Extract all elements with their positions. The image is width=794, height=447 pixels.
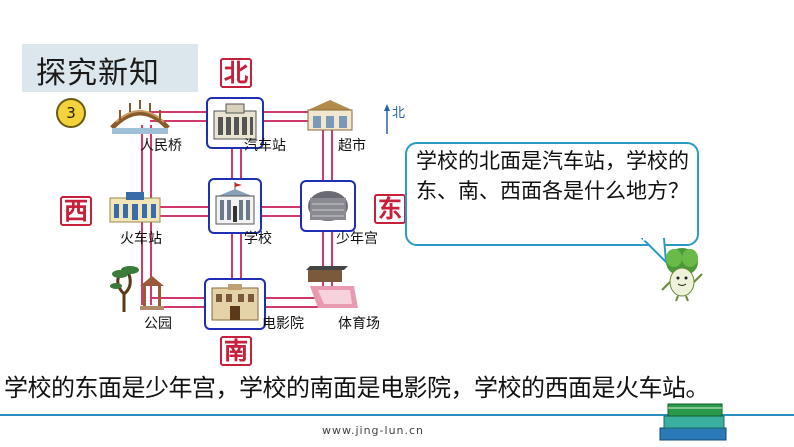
example-number-badge: 3: [56, 98, 86, 128]
cinema-frame: [204, 278, 266, 330]
bridge-icon: [110, 100, 170, 134]
north-indicator-label: 北: [392, 106, 406, 121]
place-label-stadium: 体育场: [338, 316, 380, 332]
question-text: 学校的北面是汽车站，学校的东、南、西面各是什么地方？: [416, 149, 689, 203]
school-frame: [208, 178, 262, 234]
school-icon: [215, 182, 255, 225]
park-icon: [110, 266, 164, 312]
south-stamp: 南: [220, 336, 252, 366]
place-label-bus-station: 汽车站: [244, 138, 286, 154]
section-title: 探究新知: [36, 56, 160, 91]
youth-palace-icon: [308, 191, 348, 221]
west-stamp: 西: [60, 196, 92, 226]
east-stamp: 东: [374, 194, 406, 224]
place-label-supermarket: 超市: [338, 138, 366, 154]
bubble-tail-icon: [640, 238, 668, 264]
question-bubble: [405, 142, 699, 246]
place-label-train-station: 火车站: [120, 231, 162, 247]
youth-palace-frame: [300, 180, 356, 232]
place-label-bridge: 人民桥: [140, 138, 182, 154]
bus-station-frame: [206, 97, 264, 149]
train-station-icon: [109, 192, 161, 223]
books-icon: [659, 403, 727, 441]
place-label-school: 学校: [244, 231, 272, 247]
place-label-youth-palace: 少年宫: [336, 231, 378, 247]
section-tag: [22, 44, 198, 92]
place-label-cinema: 电影院: [262, 316, 304, 332]
answer-text: 学校的东面是少年宫，学校的南面是电影院，学校的西面是火车站。: [4, 374, 710, 402]
north-stamp: 北: [220, 58, 252, 88]
footer-url: www.jing-lun.cn: [322, 424, 425, 437]
cinema-icon: [211, 284, 259, 321]
cabbage-character-icon: [661, 248, 703, 302]
stadium-icon: [306, 266, 358, 308]
bus-station-icon: [213, 103, 257, 140]
bottom-rule: [0, 414, 794, 416]
north-arrow-icon: [384, 104, 390, 134]
supermarket-icon: [307, 100, 353, 131]
place-label-park: 公园: [144, 316, 172, 332]
